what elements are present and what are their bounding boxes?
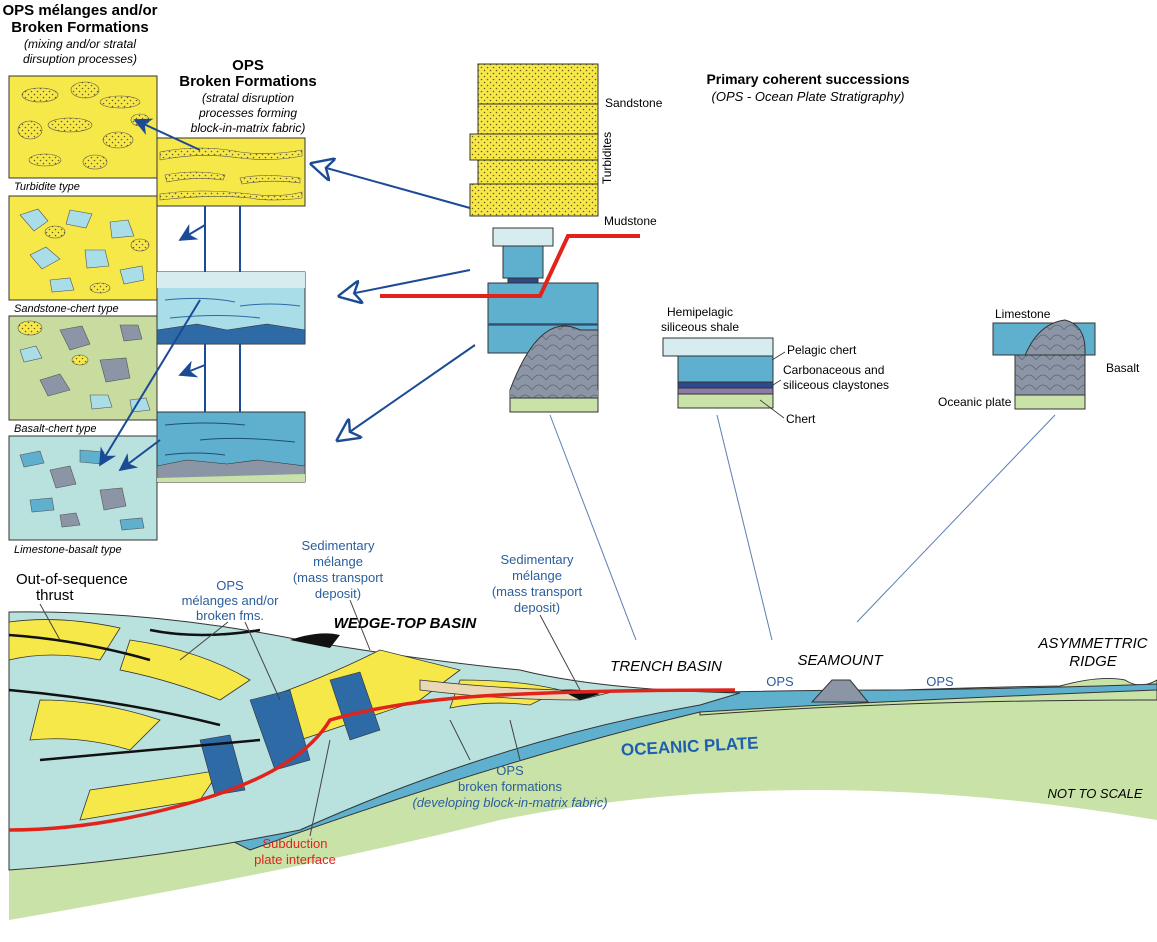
primary-column: Sandstone Turbidites Mudstone [469,63,663,413]
link-lines [549,414,1056,641]
section-labels: Out-of-sequence thrust OPS mélanges and/… [16,538,1148,867]
broken-title-line1: OPS [232,57,264,74]
label-turbidites: Turbidites [600,132,614,184]
label-basalt: Basalt [1106,361,1140,375]
label-sed-melange-1b: mélange [313,554,363,569]
fault-line-top [380,234,640,298]
label-trench-basin: TRENCH BASIN [610,658,722,675]
label-ridge-2: RIDGE [1069,653,1118,670]
label-ridge-1: ASYMMETTRIC [1037,635,1147,652]
melange-type-basalt-chert: Basalt-chert type [14,423,97,435]
broken-title-line2: Broken Formations [179,73,317,90]
label-ops-melanges-1: OPS [216,578,244,593]
label-subduction-2: plate interface [254,852,336,867]
label-pelagic-chert: Pelagic chert [787,343,857,357]
label-sed-melange-2d: deposit) [514,600,560,615]
melange-type-sandstone-chert: Sandstone-chert type [14,303,119,315]
label-sed-melange-1c: (mass transport [293,570,384,585]
melanges-subtitle-line2: dirsuption processes) [23,52,137,66]
broken-subtitle-line3: block-in-matrix fabric) [191,121,306,135]
broken-formation-panels [156,137,306,483]
broken-formations-title: OPS Broken Formations (stratal disruptio… [179,57,317,135]
broken-subtitle-line1: (stratal disruption [202,91,294,105]
label-subduction-1: Subduction [262,836,327,851]
melanges-title-line2: Broken Formations [11,19,149,36]
label-ops-broken-3: (developing block-in-matrix fabric) [412,795,607,810]
label-out-of-sequence-2: thrust [36,587,74,604]
label-mudstone: Mudstone [604,214,657,228]
broken-subtitle-line2: processes forming [198,106,297,120]
melange-type-limestone-basalt: Limestone-basalt type [14,544,122,556]
label-ops-broken-2: broken formations [458,779,563,794]
panel-connectors [99,118,241,472]
label-oceanic-plate: Oceanic plate [938,395,1012,409]
primary-subtitle: (OPS - Ocean Plate Stratigraphy) [712,89,905,104]
primary-to-broken-arrows [312,164,476,440]
label-sed-melange-2a: Sedimentary [501,552,574,567]
label-ops-left: OPS [766,674,794,689]
label-sandstone: Sandstone [605,96,663,110]
label-carbonaceous-1: Carbonaceous and [783,363,884,377]
melanges-subtitle-line1: (mixing and/or stratal [24,37,136,51]
label-sed-melange-2c: (mass transport [492,584,583,599]
label-limestone: Limestone [995,307,1051,321]
melanges-title: OPS mélanges and/or Broken Formations (m… [2,2,157,66]
label-sed-melange-1d: deposit) [315,586,361,601]
label-out-of-sequence-1: Out-of-sequence [16,571,128,588]
label-ops-right: OPS [926,674,954,689]
label-not-to-scale: NOT TO SCALE [1047,786,1142,801]
melange-panels: Turbidite type Sandstone-chert type Basa… [8,75,158,556]
limestone-basalt-column: Limestone Basalt Oceanic plate [938,307,1140,410]
cross-section [8,611,1157,920]
label-hemipelagic-1: Hemipelagic [667,305,733,319]
hemipelagic-column: Hemipelagic siliceous shale Pelagic cher… [661,305,889,426]
label-wedge-top: WEDGE-TOP BASIN [334,615,478,632]
label-hemipelagic-2: siliceous shale [661,320,739,334]
label-carbonaceous-2: siliceous claystones [783,378,889,392]
label-seamount: SEAMOUNT [797,652,884,669]
label-ops-broken-1: OPS [496,763,524,778]
label-ops-melanges-2: mélanges and/or [182,593,280,608]
primary-title: Primary coherent successions [706,71,909,87]
primary-successions-title: Primary coherent successions (OPS - Ocea… [706,71,909,104]
label-sed-melange-1a: Sedimentary [302,538,375,553]
melanges-title-line1: OPS mélanges and/or [2,2,157,19]
label-sed-melange-2b: mélange [512,568,562,583]
label-chert: Chert [786,412,816,426]
label-ops-melanges-3: broken fms. [196,608,264,623]
melange-type-turbidite: Turbidite type [14,181,80,193]
